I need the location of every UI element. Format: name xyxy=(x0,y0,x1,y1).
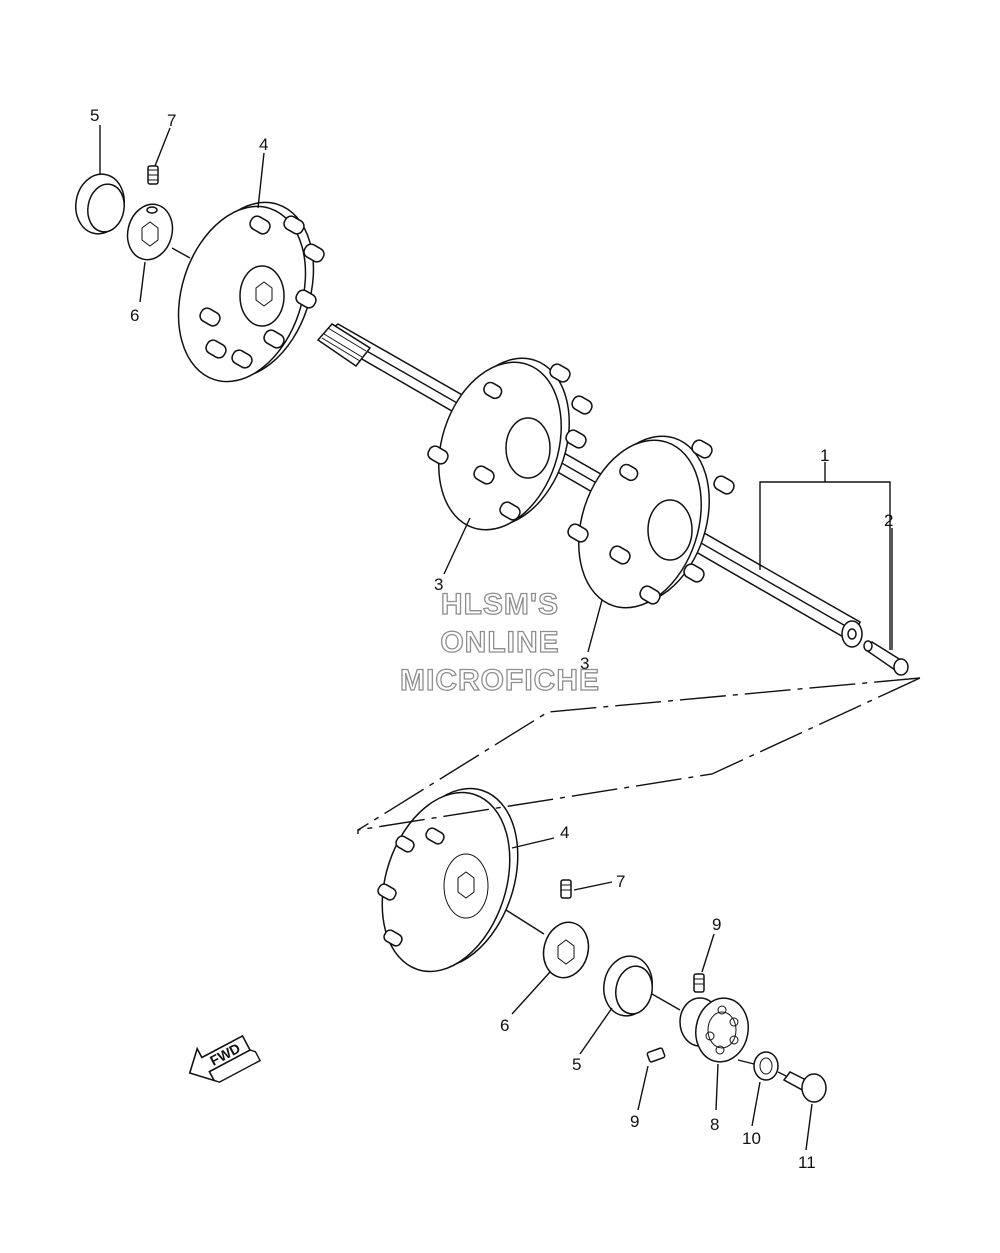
assembly-connector-line xyxy=(357,677,921,834)
watermark: HLSM'S ONLINE MICROFICHE xyxy=(399,587,600,697)
callout-10: 10 xyxy=(742,1129,761,1148)
fwd-label: FWD xyxy=(207,1040,243,1069)
collar-bottom[interactable] xyxy=(599,952,657,1019)
callout-3-lower: 3 xyxy=(580,654,589,673)
callout-7-top: 7 xyxy=(167,111,176,130)
callouts: 1 2 3 3 4 4 5 5 6 6 7 7 8 9 9 10 11 xyxy=(90,106,893,1172)
callout-1: 1 xyxy=(820,446,829,465)
shaft-spline xyxy=(316,323,372,368)
idler-wheel-top[interactable] xyxy=(157,186,335,398)
watermark-line-2: ONLINE xyxy=(440,626,559,659)
bearing[interactable] xyxy=(679,994,753,1066)
leader-lines xyxy=(99,125,893,1151)
callout-4-bottom: 4 xyxy=(560,823,569,842)
set-screw-9-top[interactable] xyxy=(693,973,705,993)
callout-9-bottom: 9 xyxy=(630,1112,639,1131)
callout-6-bottom: 6 xyxy=(500,1016,509,1035)
fwd-arrow-icon: FWD xyxy=(188,1034,262,1083)
callout-3-upper: 3 xyxy=(434,575,443,594)
watermark-line-1: HLSM'S xyxy=(441,588,559,621)
lock-collar-bottom[interactable] xyxy=(538,917,595,982)
set-screw-bottom[interactable] xyxy=(560,879,572,899)
callout-11: 11 xyxy=(798,1153,816,1172)
sprocket-3-right[interactable] xyxy=(558,420,736,623)
callout-2: 2 xyxy=(884,511,893,530)
callout-5-top: 5 xyxy=(90,106,99,125)
flange-bolt[interactable] xyxy=(782,1071,827,1103)
callout-9-top: 9 xyxy=(712,915,721,934)
callout-7-bottom: 7 xyxy=(616,872,625,891)
callout-5-bottom: 5 xyxy=(572,1055,581,1074)
drive-shaft[interactable] xyxy=(316,323,863,648)
callout-6-top: 6 xyxy=(130,306,139,325)
assembly-connector-line-2 xyxy=(357,677,921,831)
end-cap[interactable] xyxy=(753,1051,779,1081)
set-screw-top[interactable] xyxy=(147,165,159,185)
collar-top[interactable] xyxy=(71,170,129,237)
set-screw-9-bottom[interactable] xyxy=(646,1047,666,1063)
watermark-line-3: MICROFICHE xyxy=(400,664,600,697)
idler-wheel-bottom[interactable] xyxy=(361,772,540,988)
shaft-plug[interactable] xyxy=(863,640,909,676)
lock-collar-top[interactable] xyxy=(122,199,179,264)
sprocket-3-left[interactable] xyxy=(418,342,594,545)
callout-4-top: 4 xyxy=(259,135,268,154)
callout-8: 8 xyxy=(710,1115,719,1134)
